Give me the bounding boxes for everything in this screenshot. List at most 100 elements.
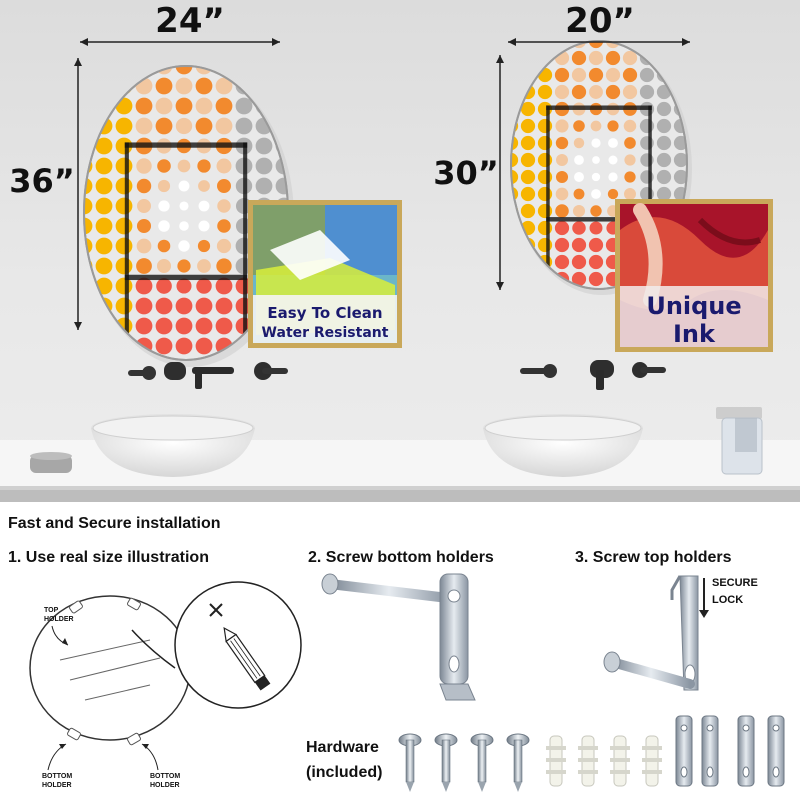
bottom-holder-left	[67, 727, 81, 741]
mirror-dot	[591, 189, 601, 199]
mirror-dot	[115, 257, 133, 275]
top-holder-label-1: TOP	[44, 607, 59, 614]
mirror-dot	[255, 157, 273, 175]
mirror-dot	[571, 67, 587, 83]
mirror-dot	[520, 169, 536, 185]
step3-label: 3. Screw top holders	[575, 549, 732, 566]
sink-left	[91, 414, 255, 477]
easy-clean-line2: Water Resistant	[262, 325, 389, 341]
mirror-dot	[216, 158, 232, 174]
mirror-dot	[624, 171, 636, 183]
mirror-dot	[115, 117, 133, 135]
mirror-dot	[574, 172, 584, 182]
hardware-label-line1: Hardware	[306, 739, 379, 756]
mirror-dot	[571, 271, 587, 287]
mirror-dot	[95, 197, 113, 215]
mirror-dot	[574, 155, 584, 165]
mirror-dot	[588, 271, 604, 287]
mirror-dot	[622, 67, 638, 83]
soap-dish	[30, 452, 72, 473]
mirror-dot	[95, 177, 113, 195]
mirror-dot	[195, 337, 213, 355]
mirror-dot	[115, 217, 133, 235]
bottom-holder-left-label-2: HOLDER	[42, 782, 72, 789]
mirror-dot	[624, 137, 636, 149]
small-width-dimension: 20”	[508, 1, 690, 46]
mirror-dot	[157, 179, 171, 193]
mirror-dot	[217, 179, 231, 193]
mirror-dot	[588, 237, 604, 253]
mirror-dot	[591, 172, 601, 182]
mirror-dot	[555, 170, 569, 184]
mirror-dot	[155, 317, 173, 335]
mirror-dot	[656, 169, 672, 185]
mirror-dot	[84, 177, 93, 195]
mirror-dot	[573, 188, 585, 200]
mirror-dot	[590, 120, 602, 132]
mounting-bracket-icon	[675, 715, 693, 787]
mirror-dot	[84, 217, 93, 235]
mirror-frame-line	[546, 217, 652, 222]
top-holder-left	[69, 600, 83, 614]
mirror-dot	[555, 136, 569, 150]
mirror-dot	[215, 97, 233, 115]
mirror-dot	[589, 85, 603, 99]
small-width-label: 20”	[565, 1, 635, 41]
mirror-dot	[656, 101, 672, 117]
mirror-dot	[135, 277, 153, 295]
step1-illustration: TOP HOLDER BOTTOM HOLDER BOTTOM HOLDER	[29, 581, 302, 789]
mirror-dot	[622, 50, 638, 66]
mirror-dot	[640, 187, 654, 201]
mirror-dot	[115, 157, 133, 175]
mirror-dot	[571, 254, 587, 270]
mirror-dot	[195, 117, 213, 135]
mirror-dot	[136, 178, 152, 194]
large-width-label: 24”	[155, 1, 225, 41]
mirror-dot	[520, 118, 536, 134]
unique-ink-line2: Ink	[673, 320, 716, 348]
mirror-dot	[537, 186, 553, 202]
mirror-dot	[235, 117, 253, 135]
mirror-dot	[511, 135, 519, 151]
mirror-dot	[639, 67, 655, 83]
mirror-frame-line	[124, 142, 129, 347]
mirror-dot	[656, 118, 672, 134]
mirror-dot	[195, 297, 213, 315]
mirror-dot	[175, 97, 193, 115]
screw-icon	[434, 733, 458, 792]
mirror-dot	[215, 297, 233, 315]
mirror-dot	[590, 205, 602, 217]
mirror-dot	[179, 201, 189, 211]
mounting-bracket-icon	[701, 715, 719, 787]
mirror-dot	[607, 188, 619, 200]
installation-panel	[0, 502, 800, 800]
top-holder-bracket	[670, 575, 699, 691]
soap-dispenser	[716, 407, 763, 475]
screw-icon	[470, 733, 494, 792]
large-height-label: 36”	[9, 162, 75, 200]
mirror-dot	[624, 188, 636, 200]
mirror-dot	[175, 117, 193, 135]
sink-right	[483, 414, 643, 477]
mirror-dot	[673, 169, 687, 185]
screw-icon	[398, 733, 422, 792]
mirror-dot	[216, 258, 232, 274]
mirror-dot	[195, 317, 213, 335]
faucet-right	[520, 360, 666, 390]
mirror-dot	[197, 159, 211, 173]
unique-ink-line1: Unique	[646, 292, 741, 320]
mirror-dot	[157, 239, 171, 253]
mounting-bracket-icon	[767, 715, 785, 787]
mirror-dot	[520, 135, 536, 151]
mirror-dot	[215, 317, 233, 335]
mirror-dot	[608, 172, 618, 182]
mirror-dot	[135, 297, 153, 315]
mirror-dot	[571, 50, 587, 66]
mirror-dot	[215, 77, 233, 95]
mirror-dot	[155, 117, 173, 135]
mirror-dot	[656, 152, 672, 168]
mirror-dot	[656, 135, 672, 151]
mirror-dot	[592, 156, 600, 164]
